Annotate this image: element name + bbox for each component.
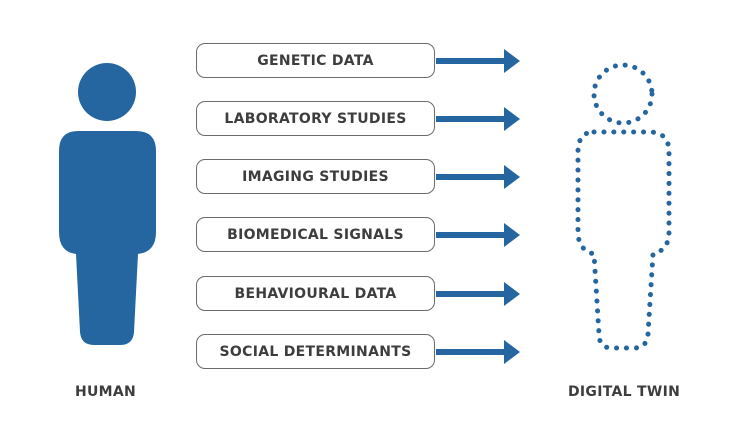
human-figure-icon — [59, 63, 156, 345]
arrow-right-icon — [436, 340, 520, 364]
source-box-laboratory-studies: LABORATORY STUDIES — [196, 101, 435, 136]
caption-human: HUMAN — [75, 384, 137, 400]
source-label: BIOMEDICAL SIGNALS — [227, 226, 404, 243]
arrow-right-icon — [436, 107, 520, 131]
source-box-genetic-data: GENETIC DATA — [196, 43, 435, 78]
digital-twin-figure-icon — [575, 62, 672, 351]
source-box-imaging-studies: IMAGING STUDIES — [196, 159, 435, 194]
source-label: BEHAVIOURAL DATA — [234, 285, 397, 302]
arrow-right-icon — [436, 49, 520, 73]
source-box-social-determinants: SOCIAL DETERMINANTS — [196, 334, 435, 369]
source-label: LABORATORY STUDIES — [224, 110, 407, 127]
arrow-right-icon — [436, 223, 520, 247]
arrow-right-icon — [436, 282, 520, 306]
caption-digital-twin: DIGITAL TWIN — [568, 384, 681, 400]
source-box-biomedical-signals: BIOMEDICAL SIGNALS — [196, 217, 435, 252]
source-label: SOCIAL DETERMINANTS — [219, 343, 412, 360]
source-label: GENETIC DATA — [257, 52, 374, 69]
source-label: IMAGING STUDIES — [242, 168, 389, 185]
arrow-right-icon — [436, 165, 520, 189]
source-box-behavioural-data: BEHAVIOURAL DATA — [196, 276, 435, 311]
